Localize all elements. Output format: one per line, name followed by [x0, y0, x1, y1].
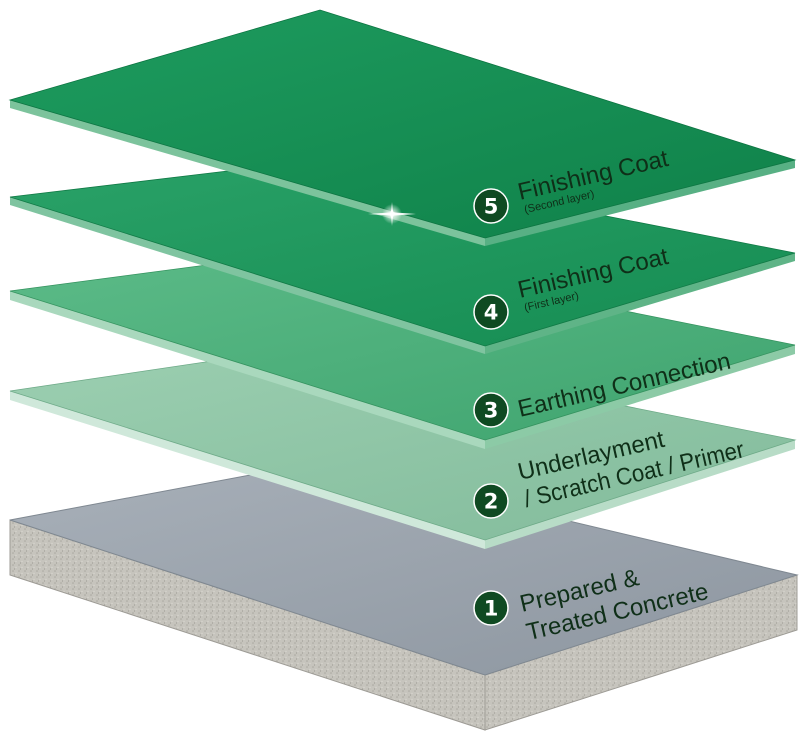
number-badge — [473, 590, 509, 626]
badge-number: 3 — [484, 399, 499, 423]
number-badge — [473, 188, 509, 224]
number-badge — [473, 392, 509, 428]
number-badge — [473, 294, 509, 330]
sparkle-icon — [368, 202, 416, 226]
layer-underlayment — [9, 344, 797, 549]
layer-concrete — [9, 461, 799, 731]
layer-finishing-first — [9, 159, 796, 354]
badge-number: 1 — [484, 597, 499, 621]
badge-number: 2 — [484, 490, 499, 514]
layer-finishing-second — [8, 9, 797, 246]
badge-number: 5 — [484, 195, 499, 219]
layer-earthing — [9, 249, 796, 449]
badge-number: 4 — [484, 301, 499, 325]
number-badge — [473, 483, 509, 519]
